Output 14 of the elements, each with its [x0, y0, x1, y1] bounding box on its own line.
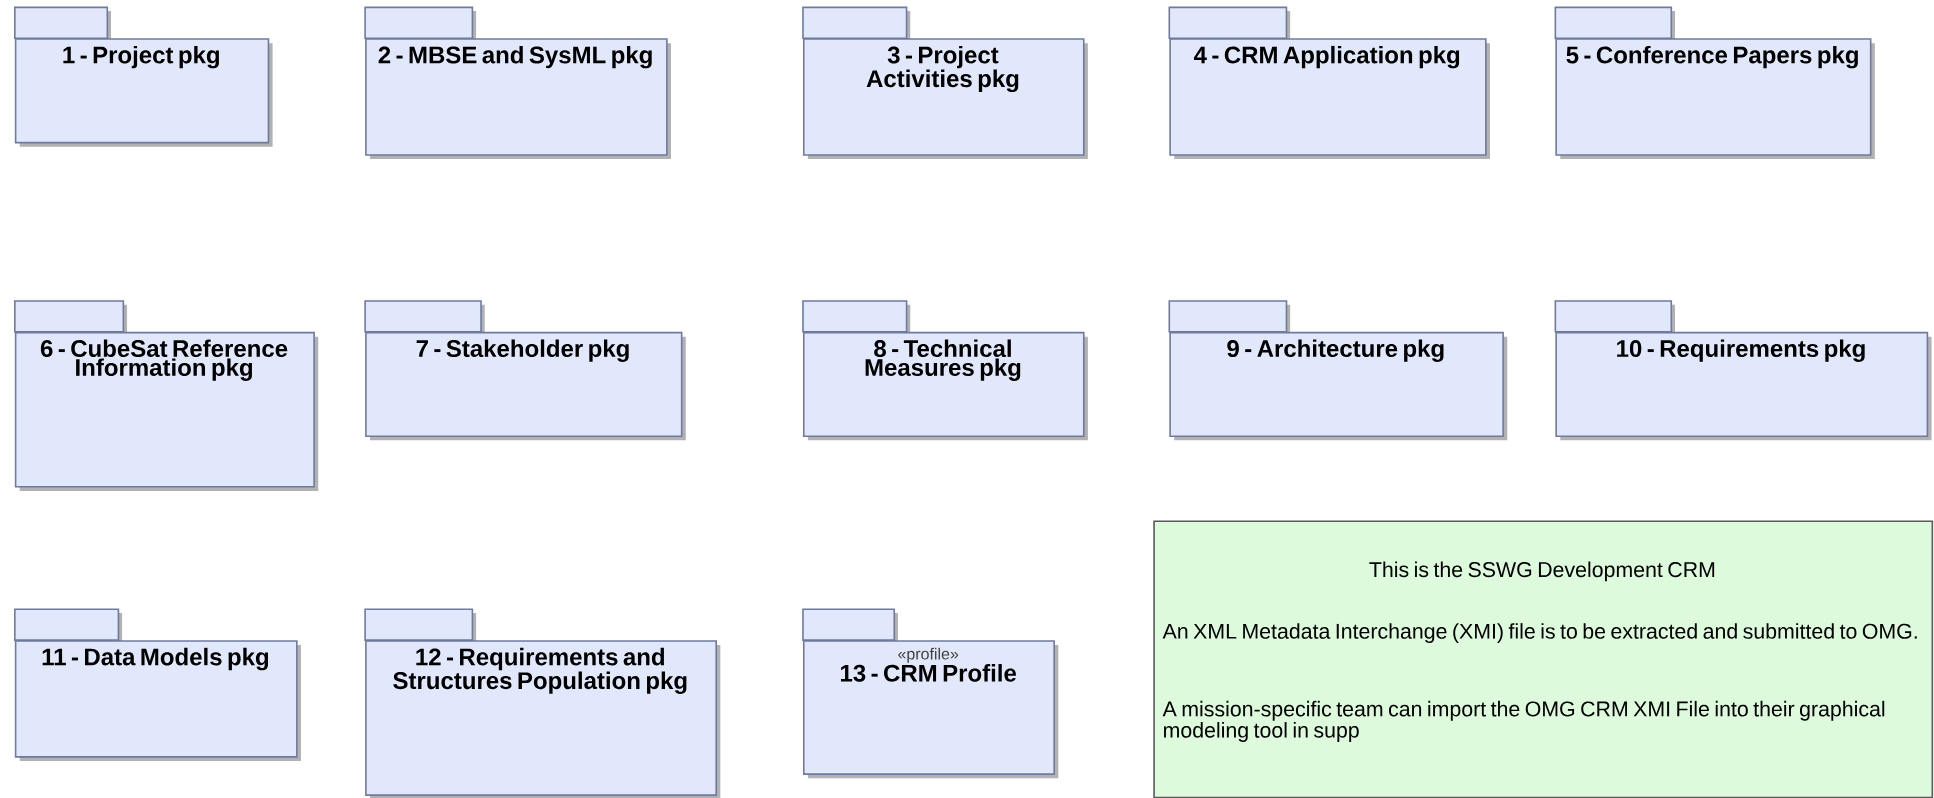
- package-box: 3 - Project Activities pkg: [802, 6, 1088, 160]
- package-box: 5 - Conference Papers pkg: [1554, 6, 1875, 160]
- package-box: 11 - Data Models pkg: [14, 608, 301, 761]
- package-box: 4 - CRM Application pkg: [1168, 6, 1490, 160]
- package-box: 1 - Project pkg: [14, 6, 273, 147]
- package-box: 12 - Requirements and Structures Population pkg: [364, 608, 721, 798]
- package-box: 7 - Stakeholder pkg: [364, 300, 686, 441]
- package-box: 2 - MBSE and SysML pkg: [364, 6, 671, 160]
- note-box: This is the SSWG Development CRM An XML Metadata Interchange (XMI) file is to be extracted and submitted to OMG. A mission-specific team can import the OMG CRM XMI File into their graphical modeling tool in supp: [1153, 520, 1934, 798]
- package-box: 9 - Architecture pkg: [1168, 300, 1508, 441]
- package-box: 6 - CubeSat Reference Information pkg: [14, 300, 319, 491]
- package-box: «profile» 13 - CRM Profile: [802, 608, 1059, 779]
- package-box: 10 - Requirements pkg: [1554, 300, 1932, 441]
- package-box: 8 - Technical Measures pkg: [802, 300, 1088, 441]
